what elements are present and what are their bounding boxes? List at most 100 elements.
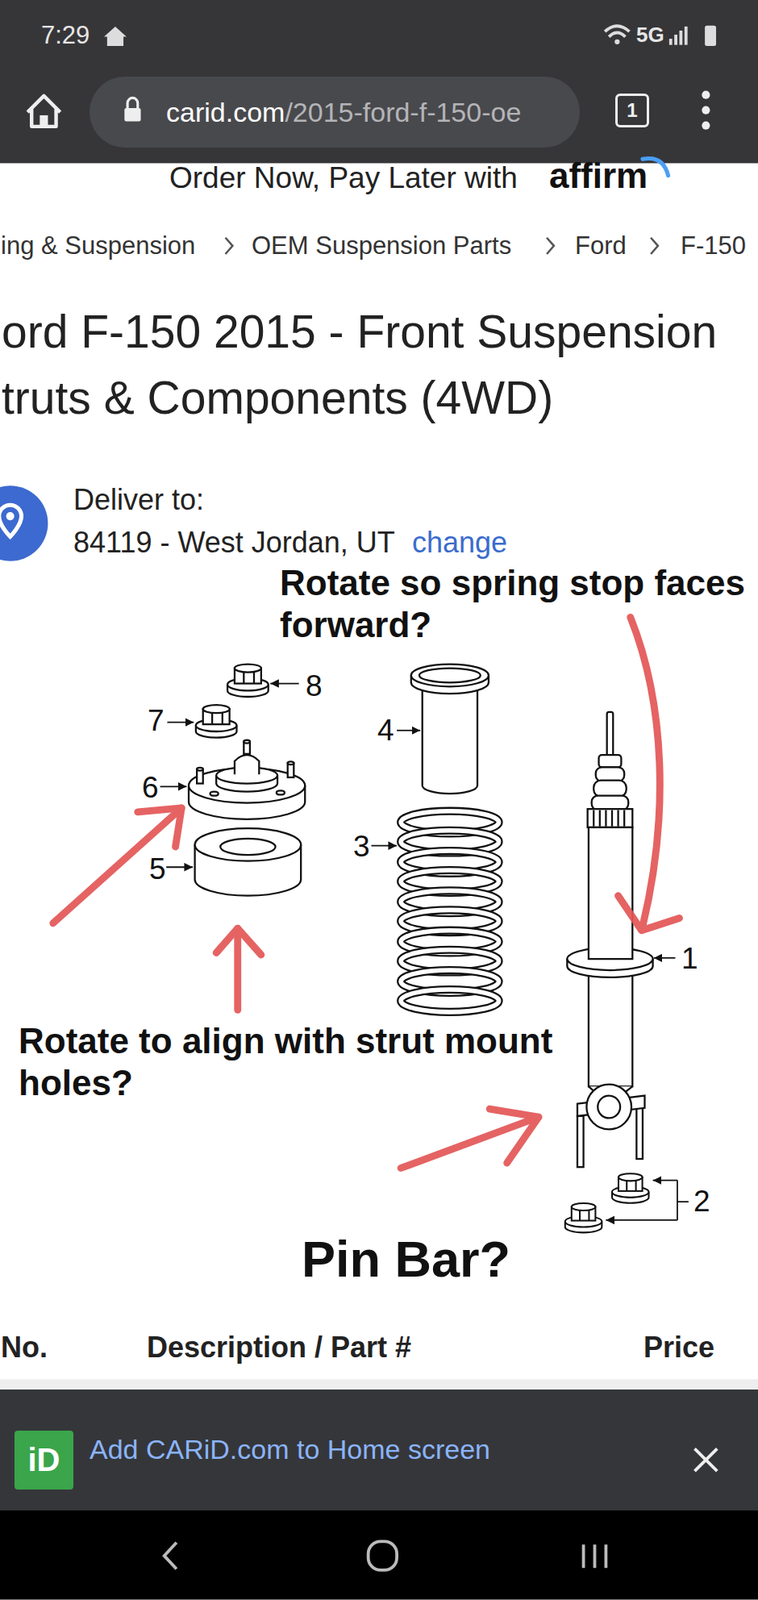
strut-parts-illustration: [593, 809, 625, 826]
location-icon: [0, 485, 48, 562]
strut-parts-illustration: [400, 811, 499, 1013]
breadcrumb: ing & Suspension: [0, 230, 196, 261]
table-header-rule: [0, 1378, 758, 1390]
browser-top-bar: [0, 0, 758, 163]
strut-parts-illustration: [234, 754, 259, 775]
delivery-heading: Deliver to:: [73, 482, 205, 517]
browser-top-bar: [614, 39, 620, 45]
browser-top-bar: [0, 0, 758, 163]
change-link: change: [412, 524, 508, 560]
strut-parts-illustration: [243, 740, 250, 744]
strut-parts-illustration: [400, 989, 499, 1013]
annotation-note: Rotate so spring stop faces forward?: [279, 562, 756, 646]
callout-leader: [270, 683, 299, 685]
app-logo: iD: [14, 1430, 74, 1490]
node-text: carid.com: [166, 96, 285, 129]
callout-number: 8: [305, 668, 323, 704]
callout-number: 2: [693, 1183, 711, 1220]
strut-parts-illustration: [595, 766, 625, 782]
android-nav-bar: [583, 1544, 607, 1568]
browser-top-bar: [39, 115, 48, 127]
table-header: Price: [643, 1329, 715, 1365]
browser-top-bar: [27, 95, 60, 127]
strut-parts-illustration: [411, 664, 489, 688]
strut-parts-illustration: [593, 780, 626, 797]
breadcrumb-chevron: [225, 237, 234, 255]
callout-leader: [160, 785, 188, 788]
address-bar: carid.com/2015-ford-f-150-oe: [89, 76, 580, 148]
browser-top-bar: [669, 38, 673, 46]
browser-top-bar: [674, 34, 678, 46]
browser-top-bar: [701, 121, 710, 130]
callout-number: 7: [147, 703, 165, 739]
callout-leader: [653, 1179, 678, 1182]
strut-parts-illustration: [599, 754, 622, 767]
browser-top-bar: [701, 106, 710, 115]
callout-leader: [370, 845, 397, 847]
breadcrumb: F-150: [680, 230, 746, 261]
icon-overlay: [124, 97, 717, 1471]
page-title: ord F-150 2015 - Front Suspension truts …: [1, 298, 757, 431]
strut-parts-illustration: [591, 795, 629, 811]
table-header: Description / Part #: [146, 1329, 412, 1365]
promo-text: Order Now, Pay Later with: [169, 160, 518, 196]
callout-leader: [676, 1180, 679, 1221]
breadcrumb: OEM Suspension Parts: [251, 230, 512, 261]
strut-parts-illustration: [636, 1107, 643, 1159]
tab-counter: 1: [615, 93, 650, 128]
red-annotation-arrow: [53, 807, 182, 924]
strut-parts-illustration: [422, 685, 478, 794]
strut-parts-illustration: [565, 1203, 603, 1233]
delivery-address: 84119 - West Jordan, UT: [73, 524, 396, 560]
callout-leader: [605, 1219, 678, 1221]
android-nav-bar: [368, 1540, 397, 1570]
android-nav-bar: [0, 1509, 758, 1600]
breadcrumb-chevron: [546, 237, 554, 255]
red-annotation-arrow: [630, 616, 661, 926]
browser-top-bar: [604, 25, 629, 37]
red-annotation-arrow: [489, 1108, 539, 1163]
browser-top-bar: [704, 25, 717, 46]
browser-top-bar: [678, 30, 683, 46]
browser-top-bar: [684, 26, 688, 46]
strut-parts-illustration: [210, 791, 219, 796]
strut-parts-illustration: [607, 712, 614, 759]
strut-parts-illustration: [588, 963, 633, 1087]
red-annotation-arrow: [53, 616, 680, 1168]
strut-parts-illustration: [612, 1173, 650, 1203]
red-annotation-arrow: [233, 928, 242, 1010]
strut-parts-illustration: [587, 808, 634, 828]
node-text: Add CARiD.com to Home screen: [89, 1433, 491, 1466]
callout-leader: [160, 683, 689, 1221]
strut-parts-illustration: [188, 664, 654, 1233]
node-text: iD: [28, 1441, 61, 1479]
network-type: 5G: [636, 22, 665, 48]
brand-logo: affirm: [549, 154, 648, 198]
browser-top-bar: [104, 26, 127, 46]
callout-leader: [653, 957, 676, 959]
strut-parts-illustration: [577, 1116, 584, 1167]
red-annotation-arrow: [216, 928, 262, 955]
table-header: No.: [0, 1329, 48, 1365]
breadcrumb: Ford: [574, 230, 627, 261]
android-nav-bar: [164, 1542, 177, 1570]
red-annotation-arrow: [618, 895, 680, 931]
status-time: 7:29: [41, 20, 90, 50]
strut-parts-illustration: [195, 828, 302, 861]
browser-top-bar: [701, 91, 710, 100]
annotation-note: Pin Bar?: [301, 1228, 511, 1291]
strut-parts-illustration: [227, 664, 269, 697]
node-text: 1: [626, 99, 638, 122]
annotation-note: Rotate to align with strut mount holes?: [18, 1020, 567, 1104]
strut-parts-illustration: [195, 704, 238, 738]
callout-number: 4: [377, 712, 395, 749]
callout-leader: [166, 866, 193, 868]
install-banner: Add CARiD.com to Home screen iD: [0, 1389, 758, 1510]
location-icon: [6, 512, 15, 521]
table-header-rule: [0, 1378, 758, 1390]
strut-parts-illustration: [196, 767, 204, 771]
strut-parts-illustration: [220, 838, 275, 855]
callout-leader: [677, 1200, 689, 1203]
strut-parts-illustration: [597, 1095, 621, 1119]
